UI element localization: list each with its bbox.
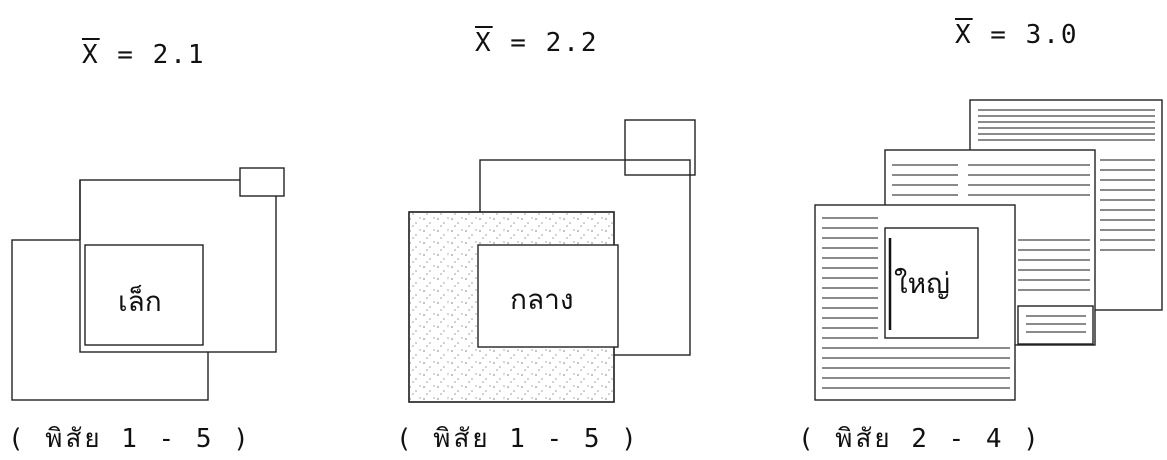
mean-value: = 2.1 (99, 40, 206, 70)
panel-large: X = 3.0 (760, 0, 1167, 460)
small-back-frame (239, 167, 285, 197)
center-label: ใหญ่ (894, 267, 950, 300)
inner-window (84, 244, 204, 346)
mean-label: X = 3.0 (955, 20, 1079, 50)
small-frames-diagram (11, 167, 285, 401)
mean-value: = 2.2 (492, 28, 599, 58)
range-label: ( พิสัย 1 - 5 ) (8, 424, 252, 454)
center-label: เล็ก (118, 285, 162, 318)
mean-label: X = 2.1 (82, 40, 206, 70)
panel-medium: X = 2.2 กลาง ( พิสัย 1 - 5 ) (380, 0, 760, 460)
range-label: ( พิสัย 1 - 5 ) (396, 424, 640, 454)
large-frames-diagram (814, 99, 1163, 401)
mean-symbol: X (82, 40, 100, 70)
back-frame (624, 119, 696, 176)
inner-window (884, 227, 979, 339)
mean-symbol: X (475, 28, 493, 58)
mean-label: X = 2.2 (475, 28, 599, 58)
range-label: ( พิสัย 2 - 4 ) (798, 424, 1042, 454)
panel-small: X = 2.1 เล็ก ( พิสัย 1 - 5 ) (0, 0, 380, 460)
mean-value: = 3.0 (972, 20, 1079, 50)
medium-frames-diagram (408, 119, 696, 403)
center-label: กลาง (510, 283, 574, 316)
small-text-box (1017, 305, 1094, 345)
mean-symbol: X (955, 20, 973, 50)
inner-window (477, 244, 619, 348)
